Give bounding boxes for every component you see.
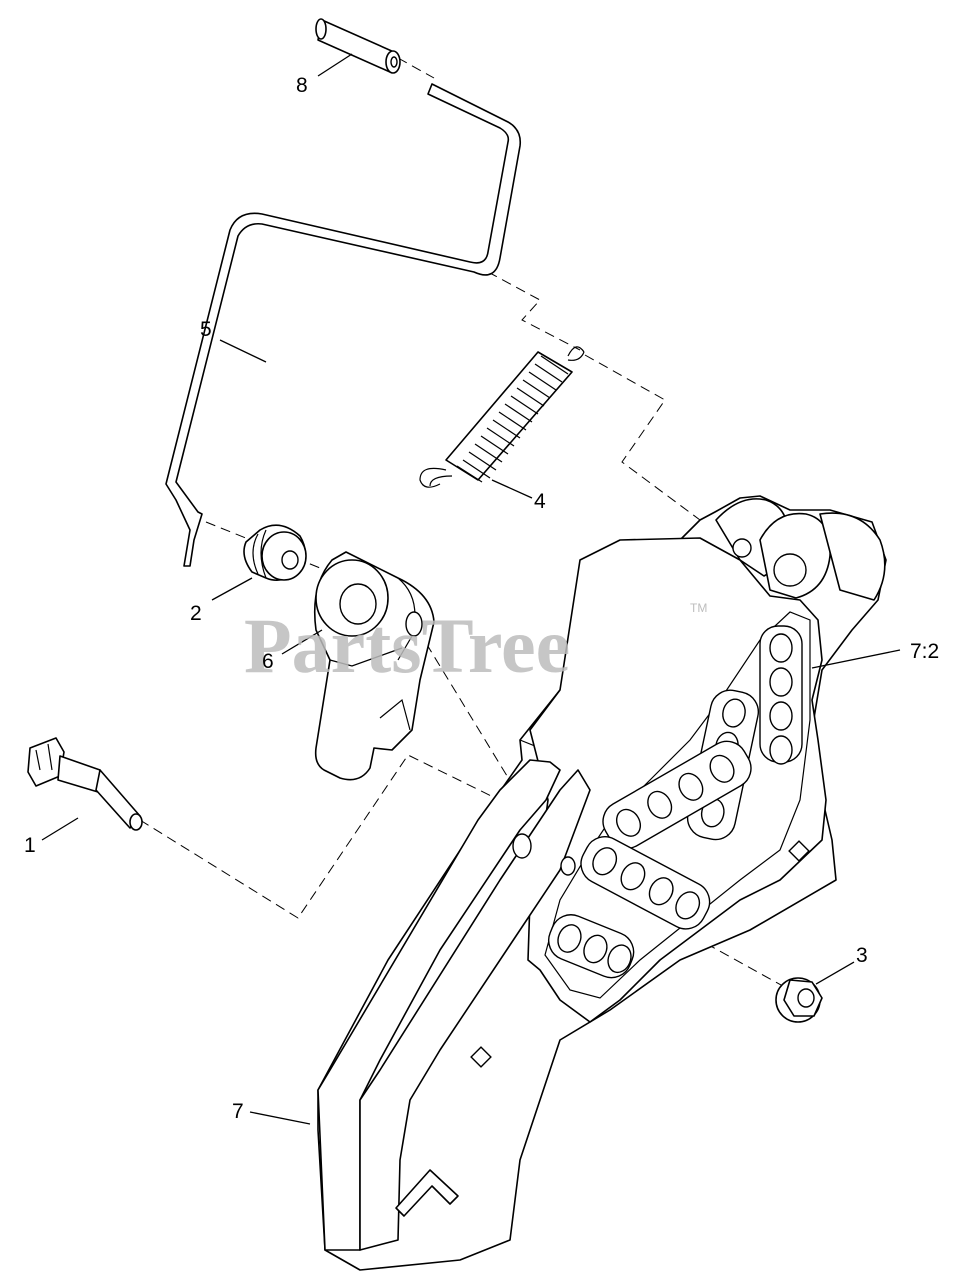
tread-slot-group-bottom bbox=[548, 914, 635, 979]
square-hole-arm bbox=[470, 1046, 492, 1068]
callout-5: 5 bbox=[200, 318, 212, 341]
watermark: PartsTree TM bbox=[244, 601, 707, 689]
callout-6: 6 bbox=[262, 650, 274, 673]
tread-slot-group-lower bbox=[580, 836, 711, 930]
callout-3: 3 bbox=[856, 944, 868, 967]
watermark-text: PartsTree bbox=[244, 602, 570, 689]
callout-1: 1 bbox=[24, 834, 36, 857]
part-4-spring bbox=[419, 346, 585, 488]
watermark-trademark: TM bbox=[690, 601, 707, 615]
part-3-flange-nut bbox=[775, 977, 823, 1023]
part-6-lever bbox=[313, 551, 435, 781]
leader-lines bbox=[41, 53, 901, 1125]
part-1-bolt bbox=[27, 737, 143, 831]
tread-slot-group-mid bbox=[602, 740, 752, 849]
tread-slots bbox=[470, 625, 810, 1068]
callout-7-2: 7:2 bbox=[910, 640, 939, 663]
callout-4: 4 bbox=[534, 490, 546, 513]
callout-8: 8 bbox=[296, 74, 308, 97]
part-2-bushing bbox=[243, 524, 307, 582]
tread-slot-group-right bbox=[759, 625, 803, 765]
callouts: 8 5 4 2 6 7:2 1 3 7 bbox=[24, 74, 939, 1123]
callout-2: 2 bbox=[190, 602, 202, 625]
part-5-rod bbox=[165, 83, 522, 567]
part-8-pin bbox=[315, 18, 401, 74]
callout-7: 7 bbox=[232, 1100, 244, 1123]
hinge-knuckles bbox=[715, 498, 886, 601]
square-hole-right bbox=[788, 840, 810, 862]
pedal-arm bbox=[317, 759, 591, 1251]
